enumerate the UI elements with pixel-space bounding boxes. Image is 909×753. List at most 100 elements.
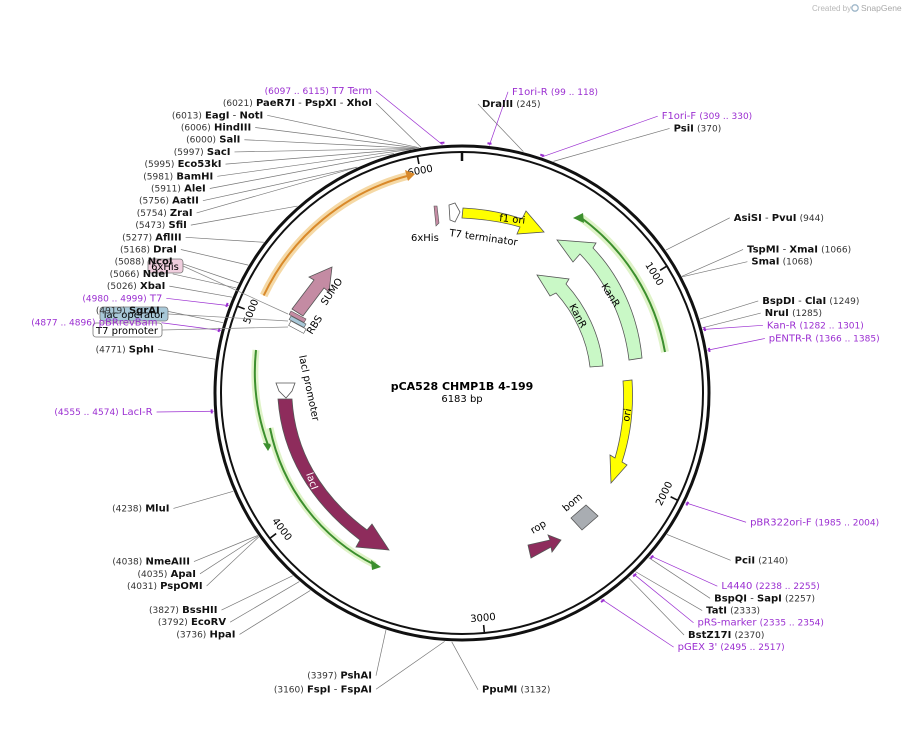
site-name: XmaI bbox=[789, 244, 818, 255]
primer-name: pENTR-R bbox=[769, 334, 812, 345]
site-coord: (5066) bbox=[110, 270, 140, 280]
site-leader-31 bbox=[666, 534, 731, 561]
site-name: NcoI bbox=[148, 257, 173, 268]
site-label-6: (5981) BamHI bbox=[143, 171, 213, 182]
lac-operator-box-label: lac operator bbox=[104, 310, 165, 321]
primer-name: pBR322ori-F bbox=[750, 517, 812, 528]
t7-promoter-leader bbox=[161, 326, 289, 331]
primer-leader-10 bbox=[161, 322, 222, 331]
site-coord: (2370) bbox=[734, 631, 764, 641]
site-label-27: PpuMI (3132) bbox=[482, 685, 550, 696]
site-name: AflIII bbox=[155, 232, 181, 243]
site-name: NmeAIII bbox=[145, 557, 189, 568]
primer-label-11: (4555 .. 4574) LacI-R bbox=[54, 407, 152, 418]
site-leader-25 bbox=[375, 630, 387, 676]
site-coord: (4031) bbox=[127, 582, 157, 592]
site-label-10: (5473) SfiI bbox=[135, 220, 186, 231]
primer-label-7: pRS-marker (2335 .. 2354) bbox=[698, 618, 824, 629]
site-leader-3 bbox=[244, 139, 416, 149]
map-labels: (6021) PaeR7I - PspXI - XhoI(6013) EagI … bbox=[31, 86, 879, 696]
primer-label-6: L4440 (2238 .. 2255) bbox=[721, 581, 820, 592]
site-label-25: (3397) PshAI bbox=[307, 671, 372, 682]
plasmid-length: 6183 bp bbox=[441, 394, 482, 405]
site-label-12: (5168) DraI bbox=[120, 245, 177, 256]
site-name: FspAI bbox=[341, 684, 372, 695]
sumo-orange-arc bbox=[262, 174, 410, 296]
site-coord: (5277) bbox=[122, 233, 152, 243]
site-name: PshAI bbox=[340, 671, 372, 682]
primer-leader-4 bbox=[707, 338, 765, 351]
site-coord: (5981) bbox=[143, 172, 173, 182]
his-tag-leader bbox=[182, 265, 289, 315]
site-name: SgrAI bbox=[129, 306, 160, 317]
site-name: SapI bbox=[757, 593, 782, 604]
site-name: NotI bbox=[239, 110, 263, 121]
site-leader-10 bbox=[190, 205, 298, 226]
lac-green-arc-outer bbox=[253, 349, 269, 446]
primer-leader-8 bbox=[601, 598, 674, 648]
site-leader-20 bbox=[199, 535, 259, 575]
site-leader-38 bbox=[477, 103, 524, 152]
ori-label: ori bbox=[621, 408, 634, 423]
tick-4000 bbox=[269, 532, 277, 540]
primer-label-0: (6097 .. 6115) T7 Term bbox=[265, 86, 372, 97]
t7-promoter-box-label: T7 promoter bbox=[95, 326, 159, 337]
primer-range: (2495 .. 2517) bbox=[720, 643, 784, 653]
site-name: BstZ17I bbox=[688, 630, 731, 641]
site-label-5: (5995) Eco53kI bbox=[144, 159, 221, 170]
leader-lines bbox=[156, 90, 765, 690]
site-coord: (1066) bbox=[821, 245, 851, 255]
tick-2000 bbox=[670, 496, 679, 502]
primer-leader-1 bbox=[488, 91, 509, 146]
site-leader-30 bbox=[648, 557, 711, 599]
site-leader-32 bbox=[699, 300, 759, 320]
site-coord: (3827) bbox=[149, 606, 179, 616]
site-coord: (370) bbox=[697, 124, 721, 134]
site-name: SphI bbox=[129, 344, 154, 355]
primer-leader-9 bbox=[166, 297, 229, 306]
primer-leader-2 bbox=[541, 115, 658, 158]
site-name: PaeR7I bbox=[256, 98, 295, 109]
site-leader-0 bbox=[375, 102, 422, 148]
site-name: PspXI bbox=[305, 98, 337, 109]
site-label-2: (6006) HindIII bbox=[181, 123, 251, 134]
site-name: EcoRV bbox=[191, 617, 226, 628]
site-name: SacI bbox=[207, 147, 231, 158]
site-label-4: (5997) SacI bbox=[174, 147, 231, 158]
site-label-14: (5066) NdeI bbox=[110, 269, 169, 280]
primer-mark-8 bbox=[600, 598, 605, 603]
site-name: PspOMI bbox=[160, 581, 202, 592]
site-coord: (3397) bbox=[307, 672, 337, 682]
site-name: TspMI bbox=[747, 244, 779, 255]
tick-label-5000: 5000 bbox=[242, 298, 261, 326]
his-tag-inner-label: 6xHis bbox=[411, 233, 439, 244]
site-coord: (6021) bbox=[223, 99, 253, 109]
primer-leader-0 bbox=[375, 90, 443, 146]
primer-name: LacI-R bbox=[122, 407, 153, 418]
site-label-35: SmaI (1068) bbox=[751, 257, 812, 268]
site-name: SmaI bbox=[751, 257, 779, 268]
primer-label-1: F1ori-R (99 .. 118) bbox=[512, 87, 598, 98]
site-leader-36 bbox=[665, 217, 730, 251]
his-tag-inner-feature bbox=[433, 205, 440, 227]
primer-label-8: pGEX 3' (2495 .. 2517) bbox=[678, 642, 785, 653]
laci-promoter-label: lacI promoter bbox=[296, 354, 321, 423]
site-label-38: DraIII (245) bbox=[482, 99, 541, 110]
site-label-18: (4238) MluI bbox=[112, 503, 169, 514]
rop-arrow bbox=[527, 534, 562, 559]
tick-label-3000: 3000 bbox=[470, 612, 496, 625]
site-coord: (6006) bbox=[181, 124, 211, 134]
bom-feature bbox=[570, 504, 599, 531]
site-label-1: (6013) EagI - NotI bbox=[172, 110, 263, 121]
site-name: AsiSI bbox=[734, 213, 762, 224]
primer-name: T7 bbox=[149, 293, 162, 304]
sumo-orange-arrowhead bbox=[405, 170, 415, 181]
site-coord: (5995) bbox=[144, 160, 174, 170]
site-label-19: (4038) NmeAIII bbox=[112, 557, 190, 568]
site-label-13: (5088) NcoI bbox=[115, 257, 173, 268]
f1-ori-arrow bbox=[461, 207, 545, 235]
site-name: DraIII bbox=[482, 99, 513, 110]
site-name: XbaI bbox=[140, 281, 165, 292]
primer-range: (4980 .. 4999) bbox=[82, 294, 146, 304]
lac-operator-leader bbox=[167, 313, 289, 322]
